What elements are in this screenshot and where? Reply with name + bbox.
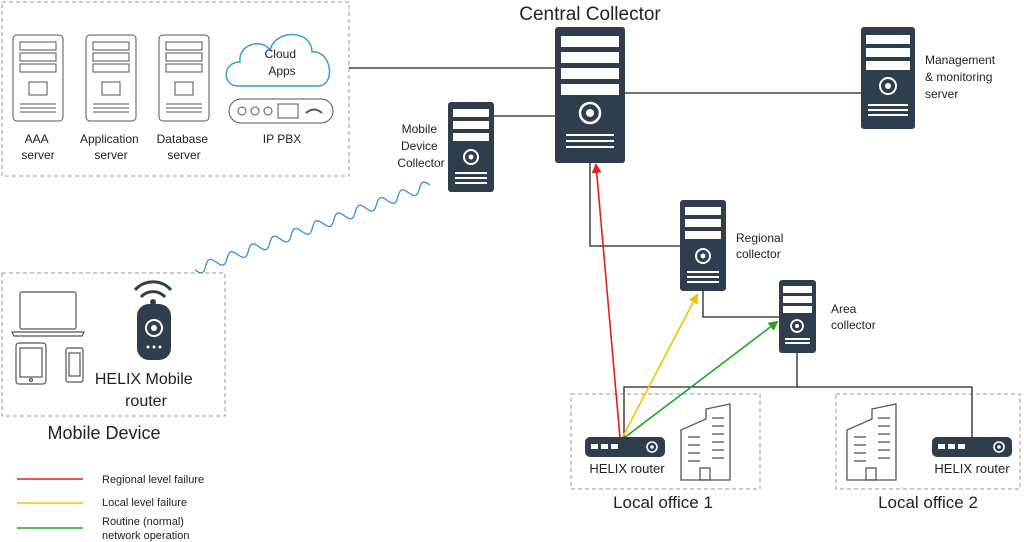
- mobile-router-icon: [133, 280, 173, 360]
- office-building-icon: [680, 403, 731, 481]
- local-failure-arrow: [621, 293, 698, 439]
- legend-label-regional: Regional level failure: [102, 474, 204, 486]
- local-office-1-box: [570, 393, 761, 490]
- mobile-device-group-box: [1, 272, 226, 417]
- database-server-label: Database server: [157, 132, 212, 162]
- helix-mobile-router-label: HELIX Mobile router: [95, 371, 197, 410]
- legend-label-local: Local level failure: [102, 497, 187, 509]
- ip-pbx-icon: [228, 98, 334, 124]
- routine-operation-arrow: [623, 320, 779, 439]
- area-collector-tower: [779, 280, 816, 353]
- application-server-icon: [85, 34, 137, 122]
- helix-router-2-label: HELIX router: [934, 461, 1010, 476]
- regional-failure-arrow: [591, 163, 621, 439]
- local-office-2-box: [835, 393, 1021, 490]
- power-icon: [578, 101, 602, 125]
- legend: Regional level failure Local level failu…: [17, 474, 204, 542]
- link-central-regional: [589, 163, 680, 247]
- power-icon: [790, 319, 804, 333]
- helix-router-icon: [585, 437, 665, 457]
- application-server-label: Application server: [80, 132, 142, 162]
- link-area-office2: [797, 386, 973, 440]
- link-regional-area: [702, 291, 779, 318]
- area-collector-label: Area collector: [831, 302, 876, 332]
- power-icon: [463, 149, 479, 165]
- datacenter-group-box: [1, 1, 350, 177]
- power-icon: [695, 248, 711, 264]
- legend-label-routine: Routine (normal) network operation: [102, 516, 189, 542]
- database-server-icon: [158, 34, 210, 122]
- regional-collector-label: Regional collector: [736, 231, 787, 261]
- regional-collector-tower: [680, 200, 726, 291]
- helix-router-1-label: HELIX router: [589, 461, 665, 476]
- aaa-server-icon: [12, 34, 64, 122]
- cloud-icon: [225, 33, 331, 87]
- phone-icon: [65, 347, 84, 383]
- mobile-device-collector-tower: [448, 102, 494, 192]
- tablet-icon: [15, 342, 47, 385]
- central-collector-tower: [555, 27, 625, 163]
- aaa-server-label: AAA server: [21, 132, 54, 162]
- mobile-device-title: Mobile Device: [47, 423, 160, 443]
- management-server-label: Management & monitoring server: [925, 53, 998, 101]
- management-server-tower: [861, 27, 915, 129]
- ip-pbx-label: IP PBX: [263, 132, 301, 146]
- link-area-office1: [623, 352, 798, 440]
- local-office-2-label: Local office 2: [878, 493, 978, 512]
- power-icon: [879, 77, 897, 95]
- connection-lines: [349, 67, 973, 440]
- cloud-apps-label: Cloud Apps: [265, 47, 300, 78]
- wireless-wave-icon: [194, 181, 431, 274]
- central-collector-label: Central Collector: [519, 4, 661, 25]
- office-building-icon: [846, 403, 897, 481]
- mobile-device-collector-label: Mobile Device Collector: [397, 122, 444, 170]
- helix-router-icon: [932, 437, 1012, 457]
- laptop-icon: [11, 291, 85, 337]
- local-office-1-label: Local office 1: [613, 493, 713, 512]
